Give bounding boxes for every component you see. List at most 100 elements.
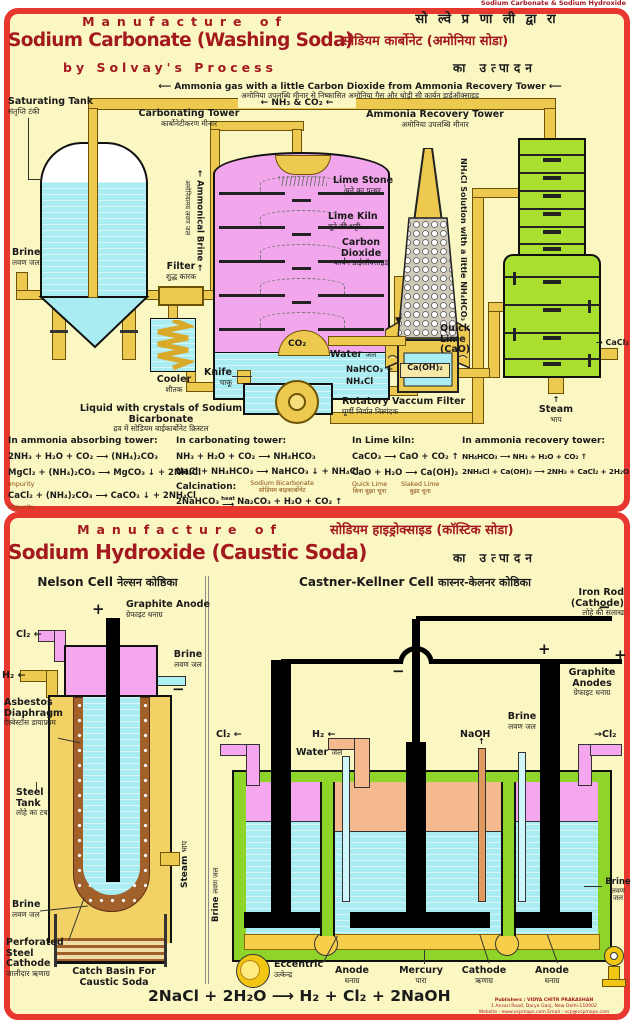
vacuum-filter-drum-hub <box>288 393 306 411</box>
left-arrow-icon: ⟵ <box>548 82 562 92</box>
nh4cl-solution-top <box>472 188 522 198</box>
nelson-graphite-anode-rod <box>106 618 120 882</box>
ck-divider-right <box>501 782 516 936</box>
page-title-sodium-hydroxide: Sodium Hydroxide (Caustic Soda) <box>8 540 367 564</box>
equations-carbonating: In carbonating tower: NH₃ + H₂O + CO₂ ⟶ … <box>176 436 359 511</box>
ck-water-label: Water जल <box>296 747 343 758</box>
ck-cl2-left-label: Cl₂ ← <box>216 729 242 740</box>
ck-brine-left-label: Brine लवण जल <box>211 867 221 922</box>
nelson-plus-sign: + <box>92 600 105 618</box>
left-arrow-icon: ← <box>260 98 269 108</box>
nh3-co2-label: ← NH₃ & CO₂ ← <box>238 98 356 109</box>
co2-dome-feed-pipe <box>328 336 406 346</box>
naoh-overall-equation: 2NaCl + 2H₂O ⟶ H₂ + Cl₂ + 2NaOH <box>148 987 451 1005</box>
ck-naoh-label: NaOH <box>460 729 491 740</box>
cacl2-label: → CaCl₂ <box>596 338 629 347</box>
ck-anode-plate-right <box>514 912 592 928</box>
ck-anode-plate-left <box>244 912 320 928</box>
nh4cl-label: NH₄Cl <box>346 377 374 387</box>
equations-ammonia-absorbing: In ammonia absorbing tower: 2NH₃ + H₂O +… <box>8 436 202 512</box>
saturating-tank-leader <box>28 118 29 180</box>
ck-anode-rod-right <box>540 664 560 918</box>
subtitle-ka-utpadan-top: का उत्पादन <box>453 61 537 75</box>
leg-band-right <box>120 330 138 333</box>
page-title-sodium-carbonate: Sodium Carbonate (Washing Soda) <box>8 30 353 51</box>
mercury-leader <box>424 950 425 964</box>
ammonical-brine-label-hindi: अमोनियामय लवण जल <box>183 180 192 236</box>
castner-kellner-title: Castner-Kellner Cell कास्नर-केलनर कोष्ठि… <box>299 575 531 589</box>
nelson-cell-title: Nelson Cell नेल्सन कोष्ठिका <box>37 575 178 589</box>
quick-lime-label: Quick Lime (CaO) <box>440 323 471 356</box>
corner-note: Sodium Carbonate & Sodium Hydroxide <box>480 0 626 7</box>
saturating-tank-cone <box>38 296 150 349</box>
ck-cathode-wire-v <box>412 619 420 745</box>
recovery-top-pipe <box>544 108 556 140</box>
manufacture-of-bottom: Manufacture of <box>77 522 283 537</box>
ck-anode-wire-right <box>432 659 622 664</box>
steel-tank-leader <box>36 782 37 790</box>
right-arrow-icon: → <box>594 729 602 740</box>
ck-cl2-pipe-right-v <box>578 744 592 786</box>
ammonical-brine-label: ← Ammonical Brine ← <box>194 170 205 272</box>
leg-band-left <box>50 330 68 333</box>
pulley-stand-hole <box>610 952 618 960</box>
ck-cathode-rod <box>406 742 426 918</box>
ck-iron-rod-label: Iron Rod (Cathode)लोहे की सलाख <box>570 587 624 618</box>
nelson-h2-pipe-v <box>46 670 58 698</box>
cacl2-outlet-stub <box>598 348 618 360</box>
caoh2-riser <box>488 302 500 378</box>
filter-box <box>158 286 204 306</box>
nahco3-label: NaHCO₃ + <box>346 365 394 375</box>
ck-naoh-arrow: ↑ <box>478 737 485 746</box>
right-arrow-icon: → <box>596 338 603 347</box>
page-title-sodium-carbonate-hindi: सोडियम कार्बोनेट (अमोनिया सोडा) <box>342 34 509 49</box>
ck-brine-tube <box>518 752 526 902</box>
up-arrow-icon: ← <box>194 264 205 272</box>
ck-h2-pipe-v <box>354 738 370 788</box>
nelson-minus-sign: − <box>172 680 185 698</box>
brine-right-leader <box>584 886 602 887</box>
left-arrow-icon: ← <box>233 729 242 740</box>
shower-feed-pipe <box>210 121 304 131</box>
basin-wall-left <box>54 914 57 967</box>
ck-plus-right: + <box>614 646 627 664</box>
page-title-sodium-hydroxide-hindi: सोडियम हाइड्रोक्साइड (कॉस्टिक सोडा) <box>330 523 514 538</box>
recovery-tower-body <box>503 254 601 378</box>
left-arrow-icon: ← <box>325 98 334 108</box>
nelson-cl2-label: Cl₂ ← <box>16 629 42 640</box>
up-arrow-icon: ↑ <box>552 395 560 404</box>
nelson-h2-label: H₂ ← <box>2 670 26 681</box>
nh4cl-solution-label: NH₄Cl Solution with a little NH₄HCO₃ <box>458 158 468 322</box>
ck-anode-wire-arch <box>398 646 434 664</box>
co2-label: CO₂ <box>288 339 307 349</box>
nelson-catch-basin-label: Catch Basin For Caustic Soda <box>72 966 156 988</box>
left-arrow-icon: ← <box>33 629 42 640</box>
ck-minus-mid: − <box>392 662 405 680</box>
basin-wall-right <box>164 914 167 967</box>
solvay-title-hindi-top: सो ल्वे प्र णा ली द्वा रा <box>415 12 556 27</box>
co2-flow-arrow-icon: ▼ <box>395 316 402 326</box>
knife-leader <box>232 376 252 377</box>
liquid-crystals-label: Liquid with crystals of Sodium Bicarbona… <box>79 403 243 434</box>
pulley-stand-base <box>602 979 626 987</box>
ck-water-tube <box>342 756 350 902</box>
cells-divider <box>205 576 209 984</box>
manufacture-of-top: Manufacture of <box>82 14 288 29</box>
shower-spray <box>279 176 327 186</box>
